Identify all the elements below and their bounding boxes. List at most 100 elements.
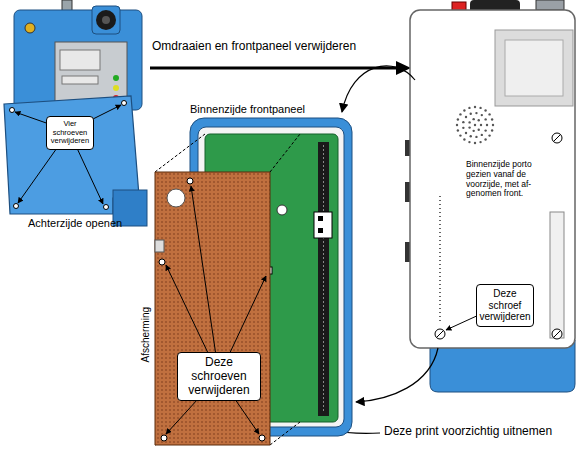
- radio-front-view-part: [410, 10, 575, 348]
- radio-front-view-part: [554, 135, 561, 142]
- radio-back-view-part: [60, 50, 100, 70]
- radio-front-view-part: [435, 329, 445, 339]
- speaker-grille-part: [488, 113, 490, 115]
- radio-back-view-part: [92, 6, 120, 34]
- shield-plate-part: [187, 178, 193, 184]
- speaker-grille-part: [457, 118, 459, 120]
- part-name: Afscherming: [140, 307, 152, 363]
- speaker-grille-part: [463, 109, 465, 111]
- turn-arrow: [150, 61, 411, 75]
- radio-front-view-part: [552, 133, 562, 143]
- circuit-board-part: [318, 228, 323, 233]
- radio-back-view-part: [113, 85, 119, 91]
- radio-back-view-part: [25, 23, 35, 33]
- speaker-grille-part: [478, 119, 480, 121]
- speaker-grille-part: [459, 113, 461, 115]
- speaker-grille-part: [474, 142, 476, 144]
- speaker-grille-part: [488, 134, 490, 136]
- speaker-grille-part: [474, 106, 476, 108]
- callout-text: Vier schroeven verwijderen: [49, 120, 91, 146]
- shield-plate-part: [159, 259, 165, 265]
- speaker-grille-part: [491, 129, 493, 131]
- speaker-grille-part: [484, 129, 486, 131]
- callout-box: Deze schroef verwijderen: [476, 284, 534, 327]
- radio-back-view-part: [14, 10, 142, 110]
- speaker-grille-part: [456, 124, 458, 126]
- speaker-grille-part: [463, 138, 465, 140]
- speaker-grille-part: [468, 126, 470, 128]
- circuit-board-part: [318, 142, 329, 416]
- speaker-grille-part: [492, 124, 494, 126]
- circuit-board-part: [318, 216, 323, 221]
- radio-front-view-part: [437, 331, 444, 338]
- turn-arrow-part: [150, 67, 398, 70]
- radio-back-view-part: [122, 101, 127, 106]
- circuit-board-part: [314, 212, 332, 238]
- speaker-grille-part: [472, 118, 474, 120]
- speaker-grille-part: [462, 127, 464, 129]
- speaker-grille-part: [465, 116, 467, 118]
- speaker-grille-part: [478, 128, 480, 130]
- speaker-grille-part: [480, 124, 482, 126]
- callout-text: Deze schroef verwijderen: [479, 288, 531, 323]
- callout-text: Deze schroeven verwijderen: [180, 356, 258, 397]
- speaker-grille-part: [470, 135, 472, 137]
- radio-front-view-part: [550, 212, 564, 338]
- speaker-grille-part: [484, 118, 486, 120]
- speaker-grille-part: [481, 114, 483, 116]
- radio-back-view-part: [14, 204, 19, 209]
- speaker-grille: [456, 106, 494, 144]
- radio-front-view-part: [495, 30, 573, 106]
- speaker-grille-part: [462, 121, 464, 123]
- radio-back-view: [4, 0, 147, 226]
- shield-plate-part: [167, 189, 185, 207]
- shield-plate-part: [270, 134, 300, 172]
- callout-box: Vier schroeven verwijderen: [46, 116, 94, 150]
- speaker-grille-part: [474, 124, 476, 126]
- radio-back-view-part: [104, 205, 109, 210]
- radio-front-view-part: [552, 329, 562, 339]
- speaker-grille-part: [479, 141, 481, 143]
- shield-plate-part: [155, 240, 164, 252]
- speaker-grille-part: [465, 132, 467, 134]
- speaker-grille-part: [484, 109, 486, 111]
- speaker-grille-part: [468, 121, 470, 123]
- speaker-grille-part: [470, 113, 472, 115]
- speaker-grille-part: [468, 107, 470, 109]
- radio-front-view-part: [505, 40, 563, 96]
- radio-front-view-part: [554, 331, 561, 338]
- leader-line: [15, 105, 121, 204]
- part-caption: Binnenzijde frontpaneel: [190, 103, 305, 116]
- speaker-grille-part: [479, 107, 481, 109]
- speaker-grille-part: [468, 141, 470, 143]
- shield-plate-part: [270, 422, 300, 445]
- speaker-grille-part: [475, 136, 477, 138]
- curved-arrow-part: [356, 348, 438, 402]
- circuit-board-part: [277, 205, 287, 215]
- radio-back-view-part: [62, 76, 98, 84]
- radio-back-view-part: [113, 75, 119, 81]
- speaker-grille-part: [481, 134, 483, 136]
- speaker-grille-part: [457, 129, 459, 131]
- speaker-grille-part: [491, 118, 493, 120]
- callout-box: Deze schroeven verwijderen: [177, 352, 261, 401]
- view-caption: Achterzijde openen: [28, 217, 122, 230]
- speaker-grille-part: [472, 130, 474, 132]
- radio-back-view-part: [96, 10, 116, 30]
- leader-line: [166, 186, 266, 434]
- radio-front-view: [405, 0, 575, 392]
- step-caption: Omdraaien en frontpaneel verwijderen: [152, 40, 356, 54]
- instruction-note: Deze print voorzichtig uitnemen: [384, 425, 552, 439]
- speaker-grille-part: [459, 134, 461, 136]
- shield-plate-part: [155, 172, 270, 445]
- shield-plate-part: [161, 435, 167, 441]
- speaker-grille-part: [475, 112, 477, 114]
- radio-front-view-part: [439, 196, 440, 324]
- radio-back-view-part: [10, 108, 15, 113]
- shield-plate: [155, 134, 300, 445]
- shield-plate-part: [155, 134, 205, 172]
- speaker-grille-part: [486, 124, 488, 126]
- shield-plate-part: [259, 435, 265, 441]
- curved-arrow-part: [342, 66, 415, 112]
